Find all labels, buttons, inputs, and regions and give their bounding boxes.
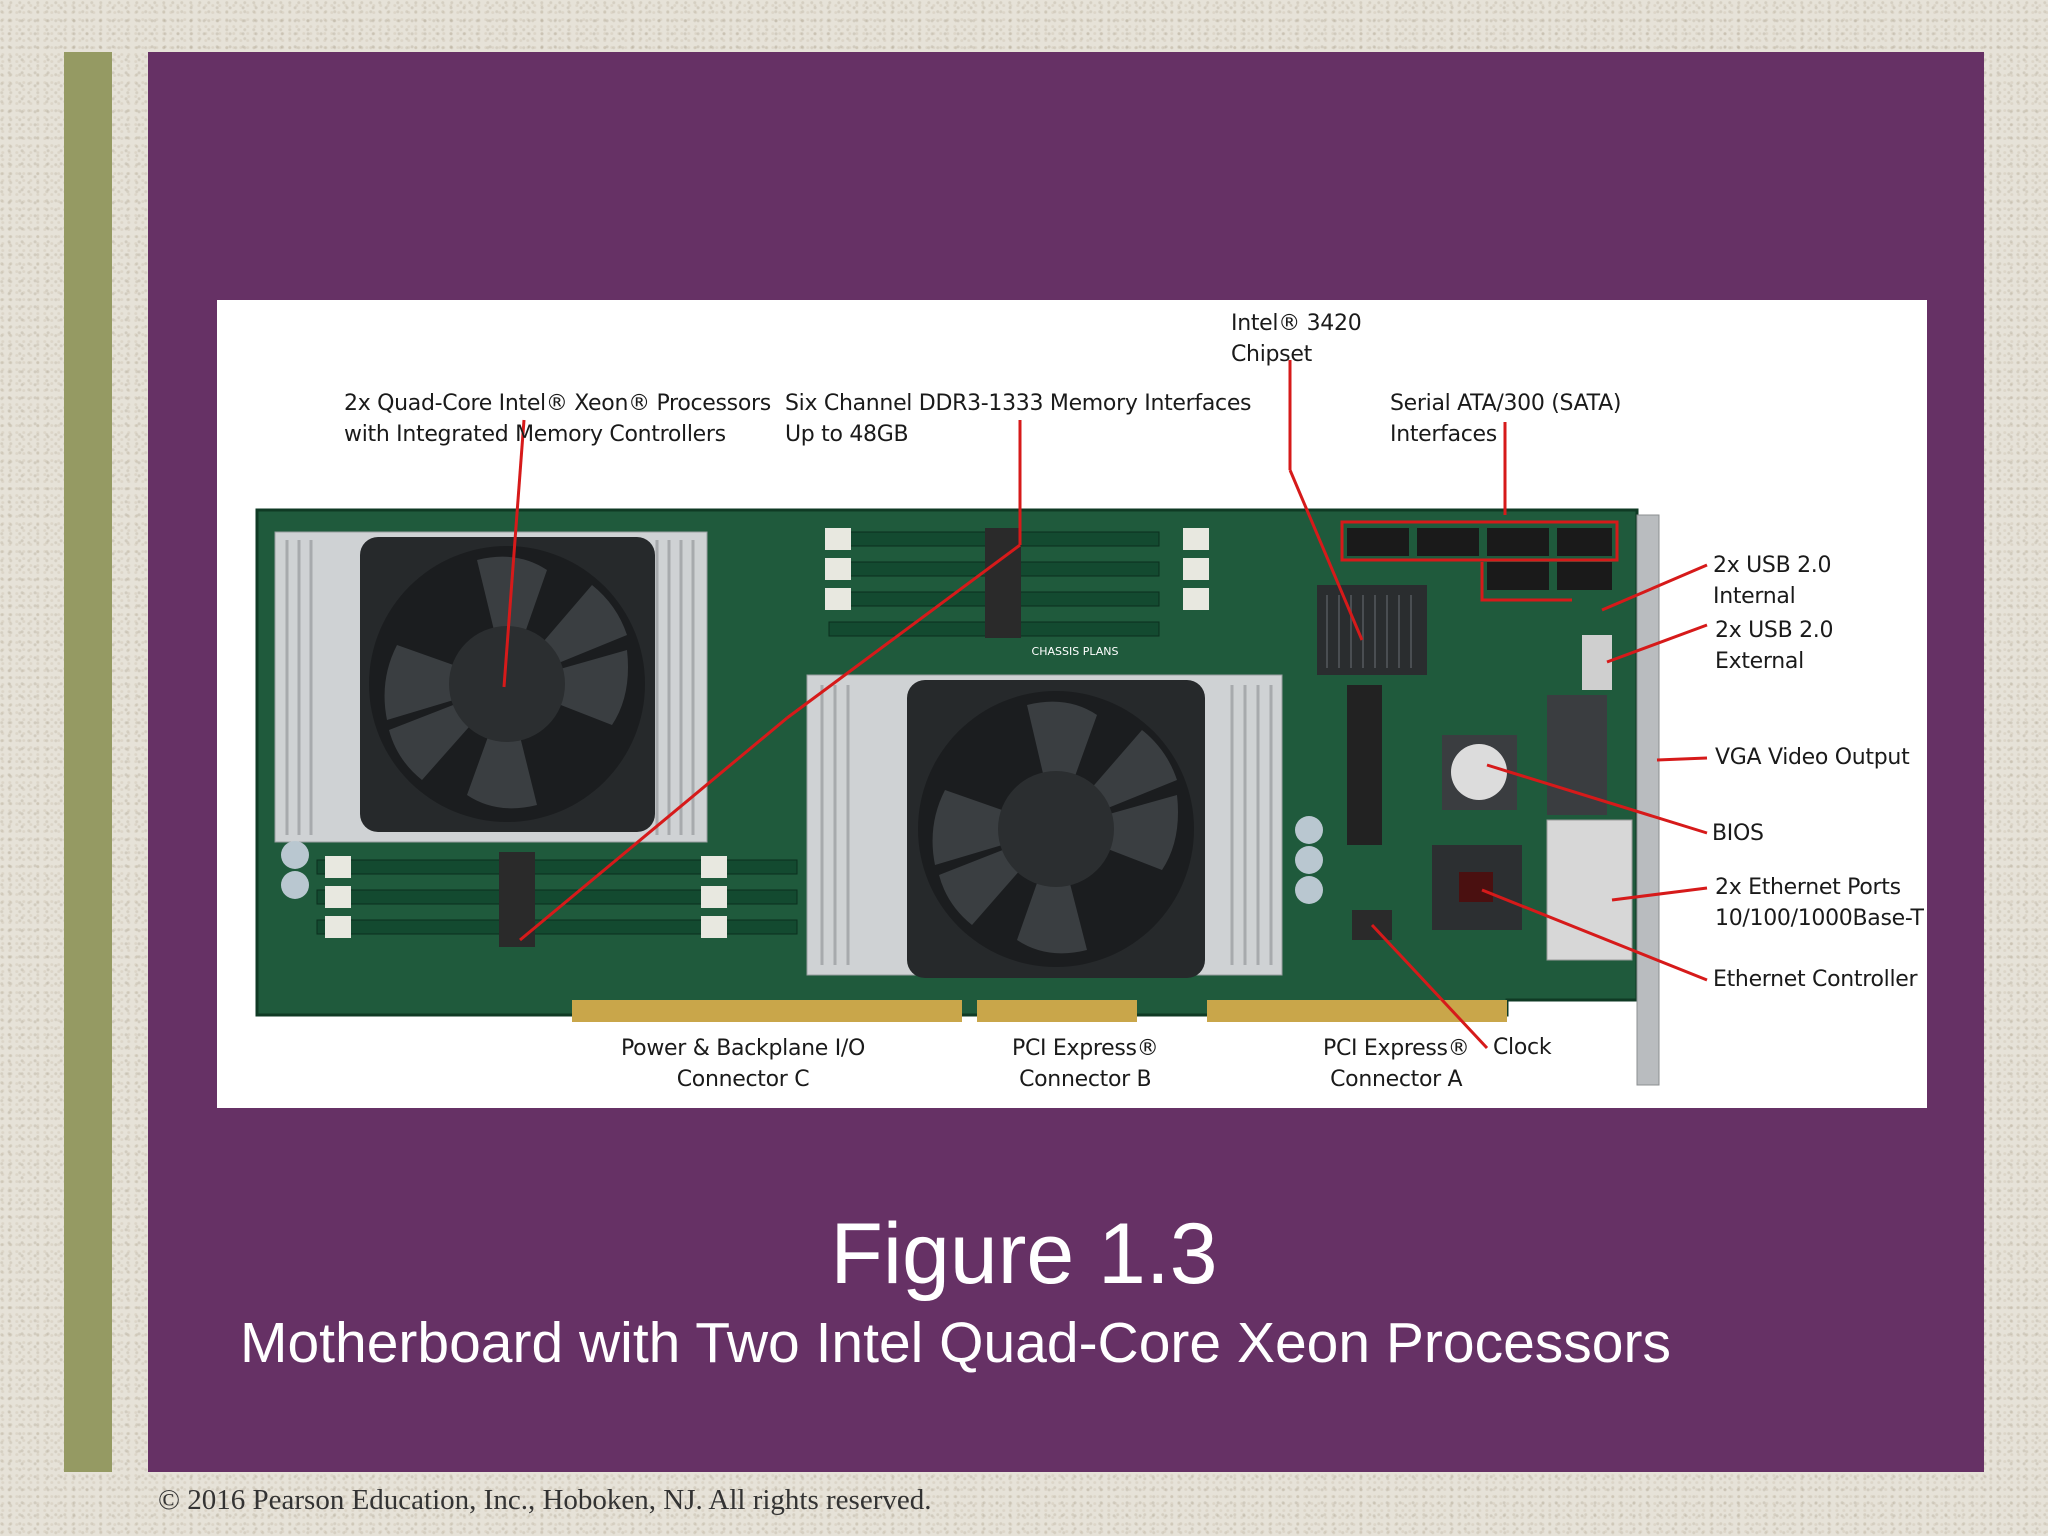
ethernet-ports <box>1546 819 1633 961</box>
connector-c-fingers <box>572 1000 962 1022</box>
leader-lines <box>502 360 1708 1050</box>
callout-sata: Serial ATA/300 (SATA) Interfaces <box>1390 391 1622 447</box>
accent-bar <box>64 52 112 1472</box>
copyright-notice: © 2016 Pearson Education, Inc., Hoboken,… <box>158 1484 932 1516</box>
callout-clock: Clock <box>1493 1035 1552 1060</box>
callout-ethernet-controller: Ethernet Controller <box>1713 967 1918 992</box>
callout-ethernet-ports: 2x Ethernet Ports 10/100/1000Base-T <box>1715 875 1924 931</box>
chipset-heatsink <box>1317 585 1427 675</box>
callout-connector-a: PCI Express® Connector A <box>1323 1036 1470 1092</box>
memory-riser <box>1347 685 1382 845</box>
vga-port <box>1547 695 1607 815</box>
connector-a-fingers <box>1207 1000 1507 1022</box>
figure-number: Figure 1.3 <box>830 1206 1218 1302</box>
sata-connectors <box>1347 528 1612 590</box>
usb-external-ports <box>1582 635 1612 690</box>
dimm-slots-lower <box>316 852 798 947</box>
dimm-slots-upper <box>825 528 1209 638</box>
callout-memory: Six Channel DDR3-1333 Memory Interfaces … <box>785 391 1252 447</box>
capacitors <box>281 816 1323 904</box>
chassis-label: CHASSIS PLANS <box>1032 645 1119 658</box>
figure-caption: Motherboard with Two Intel Quad-Core Xeo… <box>240 1311 1671 1375</box>
connector-b-fingers <box>977 1000 1137 1022</box>
callout-connector-c: Power & Backplane I/O Connector C <box>621 1036 866 1092</box>
callout-vga: VGA Video Output <box>1715 745 1910 770</box>
callout-processors: 2x Quad-Core Intel® Xeon® Processors wit… <box>344 391 771 447</box>
io-bracket <box>1636 514 1660 1086</box>
motherboard-illustration: CHASSIS PLANS <box>255 360 1708 1086</box>
callout-chipset: Intel® 3420 Chipset <box>1231 311 1362 367</box>
callout-connector-b: PCI Express® Connector B <box>1012 1036 1159 1092</box>
callout-usb-internal: 2x USB 2.0 Internal <box>1713 553 1832 609</box>
figure-image: CHASSIS PLANS <box>217 300 1927 1108</box>
callout-bios: BIOS <box>1712 821 1764 846</box>
callout-usb-external: 2x USB 2.0 External <box>1715 618 1834 674</box>
